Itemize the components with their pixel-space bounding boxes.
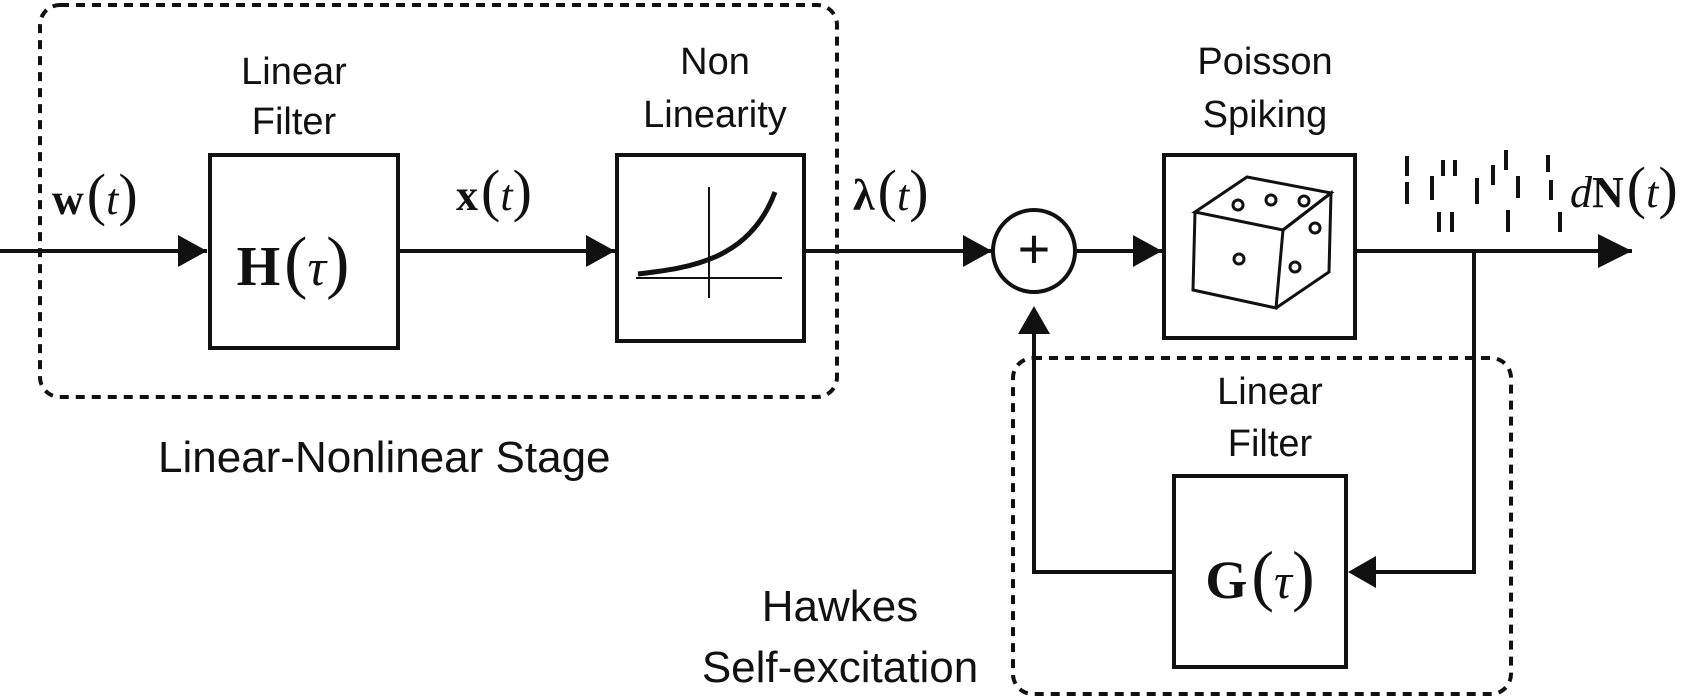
- poisson-caption-1: Poisson: [1197, 41, 1332, 83]
- hawkes-stage-label-2: Self-excitation: [702, 643, 978, 692]
- g-input-arrowhead: [1348, 556, 1376, 588]
- input-signal-label: w(t): [52, 162, 138, 227]
- filtered-arrowhead: [586, 235, 615, 267]
- filtered-signal-label: x(t): [456, 158, 532, 223]
- linear-filter-bottom-caption-1: Linear: [1217, 371, 1323, 413]
- plus-icon: +: [1018, 217, 1051, 280]
- poisson-arrowhead: [1133, 235, 1162, 267]
- dice-icon: [1191, 175, 1335, 310]
- linear-filter-top-caption-1: Linear: [241, 51, 347, 93]
- hawkes-stage-frame: [1011, 356, 1513, 696]
- linear-filter-h-box: [208, 153, 400, 350]
- linear-filter-g-label: G(τ): [1205, 537, 1314, 613]
- ln-stage-label: Linear-Nonlinear Stage: [158, 433, 611, 482]
- summing-junction: [991, 208, 1077, 294]
- arrowheads: [178, 234, 1632, 588]
- nonlinearity-caption-1: Non: [680, 41, 750, 83]
- feedback-return-line: [1032, 334, 1174, 574]
- feedback-arrowhead: [1018, 306, 1050, 334]
- linear-filter-h-label: H(τ): [237, 224, 350, 301]
- feedback-tap-line: [1376, 251, 1476, 574]
- rate-signal-label: λ(t): [853, 158, 929, 223]
- nonlinearity-caption-2: Linearity: [643, 94, 787, 136]
- poisson-caption-2: Spiking: [1203, 94, 1328, 136]
- linear-filter-top-caption-2: Filter: [252, 101, 337, 143]
- poisson-spiking-box: [1162, 153, 1357, 340]
- nonlinearity-box: [615, 153, 806, 343]
- input-arrowhead: [178, 235, 207, 267]
- exponential-curve-icon: [636, 187, 782, 298]
- linear-filter-bottom-caption-2: Filter: [1228, 423, 1313, 465]
- hawkes-stage-label-1: Hawkes: [762, 582, 919, 631]
- linear-filter-g-box: [1172, 474, 1348, 669]
- ln-stage-frame: [38, 3, 839, 399]
- rate-arrowhead: [963, 235, 992, 267]
- output-signal-label: dN(t): [1570, 155, 1678, 220]
- spike-train: [1405, 150, 1562, 232]
- output-arrowhead: [1598, 234, 1632, 268]
